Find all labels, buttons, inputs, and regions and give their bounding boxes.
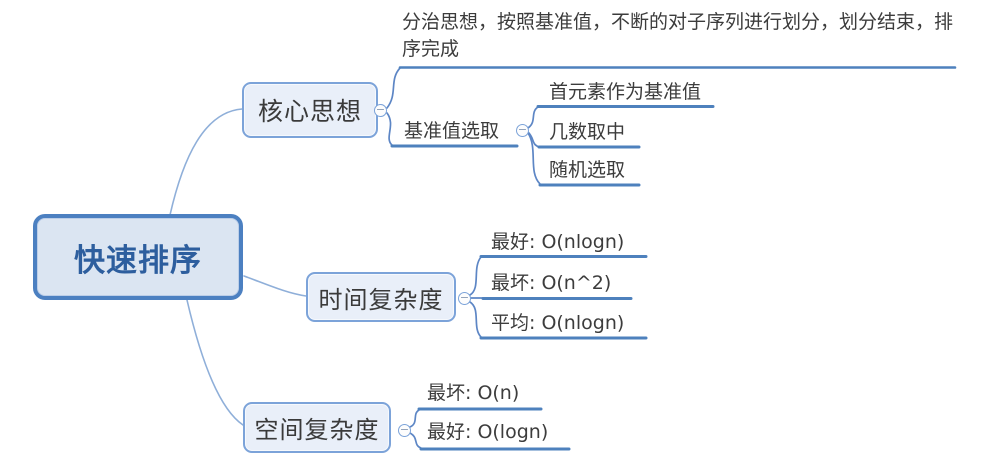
topic-divide-and-conquer[interactable]: 分治思想，按照基准值，不断的对子序列进行划分，划分结束，排序完成 [402,11,954,60]
fan-pivot-child1 [527,106,539,129]
topic-time-average[interactable]: 平均: O(nlogn) [491,312,625,334]
topic-random-pick[interactable]: 随机选取 [549,159,626,181]
branch-time-complexity[interactable]: 时间复杂度 [306,272,456,322]
topic-time-best[interactable]: 最好: O(nlogn) [491,231,625,253]
fan-core-child1 [386,67,401,109]
collapse-button-pivot[interactable]: − [516,124,529,137]
topic-median-of-few[interactable]: 几数取中 [549,121,626,143]
branch-core-idea-label: 核心思想 [257,97,362,126]
collapse-button-time[interactable]: − [458,292,471,305]
fan-pivot-child3 [527,132,541,185]
collapse-button-space[interactable]: − [398,424,411,437]
fan-space-child2 [409,432,422,449]
topic-pivot-selection[interactable]: 基准值选取 [404,120,500,142]
topic-first-element-pivot[interactable]: 首元素作为基准值 [549,81,702,103]
root-topic[interactable]: 快速排序 [33,214,243,300]
topic-space-best[interactable]: 最好: O(logn) [427,421,549,443]
fan-pivot-child2 [527,131,540,148]
minus-icon: − [375,103,386,116]
topic-space-worst[interactable]: 最坏: O(n) [427,382,520,404]
branch-space-complexity-label: 空间复杂度 [254,416,380,444]
curve-root-to-space [186,299,244,426]
root-topic-label: 快速排序 [74,242,202,279]
minus-icon: − [399,423,410,436]
minus-icon: − [459,291,470,304]
fan-time-child3 [469,301,482,338]
fan-core-child2 [386,112,393,146]
topic-time-worst[interactable]: 最坏: O(n^2) [491,272,612,294]
curve-root-to-time [243,275,307,297]
collapse-button-core[interactable]: − [374,104,387,117]
minus-icon: − [517,123,528,136]
curve-root-to-core [169,108,243,216]
fan-time-child1 [469,256,482,296]
branch-core-idea[interactable]: 核心思想 [242,82,378,138]
fan-space-child1 [409,409,420,428]
branch-time-complexity-label: 时间复杂度 [318,285,444,314]
branch-space-complexity[interactable]: 空间复杂度 [243,402,391,453]
